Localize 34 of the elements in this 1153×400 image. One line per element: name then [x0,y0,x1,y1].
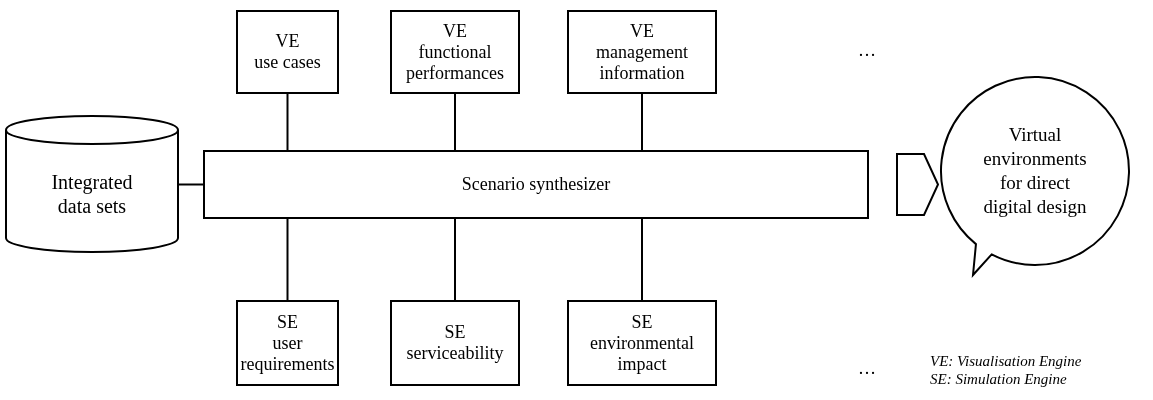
connector-line [641,218,643,301]
process-box [236,300,339,386]
connector-line [286,218,289,301]
node-label: Integrated data sets [50,170,134,218]
node-heading: SE [631,311,653,333]
node-label: Scenario synthesizer [461,174,611,195]
connector-line [454,218,456,301]
process-box [236,10,339,94]
node-label: serviceability [406,343,504,364]
legend-note: VE: Visualisation Engine [930,352,1082,370]
connector-line [454,93,456,151]
node-heading: SE [444,322,466,343]
node-label: management information [595,41,689,84]
node-heading: VE [443,20,467,42]
node-heading: SE [277,311,298,333]
legend-note: SE: Simulation Engine [930,370,1067,388]
node-label: environmental impact [589,332,695,375]
node-label: use cases [254,52,321,73]
node-heading: VE [275,31,300,52]
process-box [390,300,520,386]
node-label: user requirements [239,332,336,375]
connector-line [286,93,289,151]
node-label: Virtual environments for direct digital design [982,123,1088,219]
block-arrow [896,153,940,216]
node-heading: VE [630,20,654,42]
ellipsis: … [858,358,876,379]
process-box [203,150,869,219]
process-box [567,300,717,386]
connector-line [641,93,643,151]
node-label: functional performances [405,41,505,84]
process-box [390,10,520,94]
process-box [567,10,717,94]
connector-line [178,183,204,186]
ellipsis: … [858,40,876,61]
